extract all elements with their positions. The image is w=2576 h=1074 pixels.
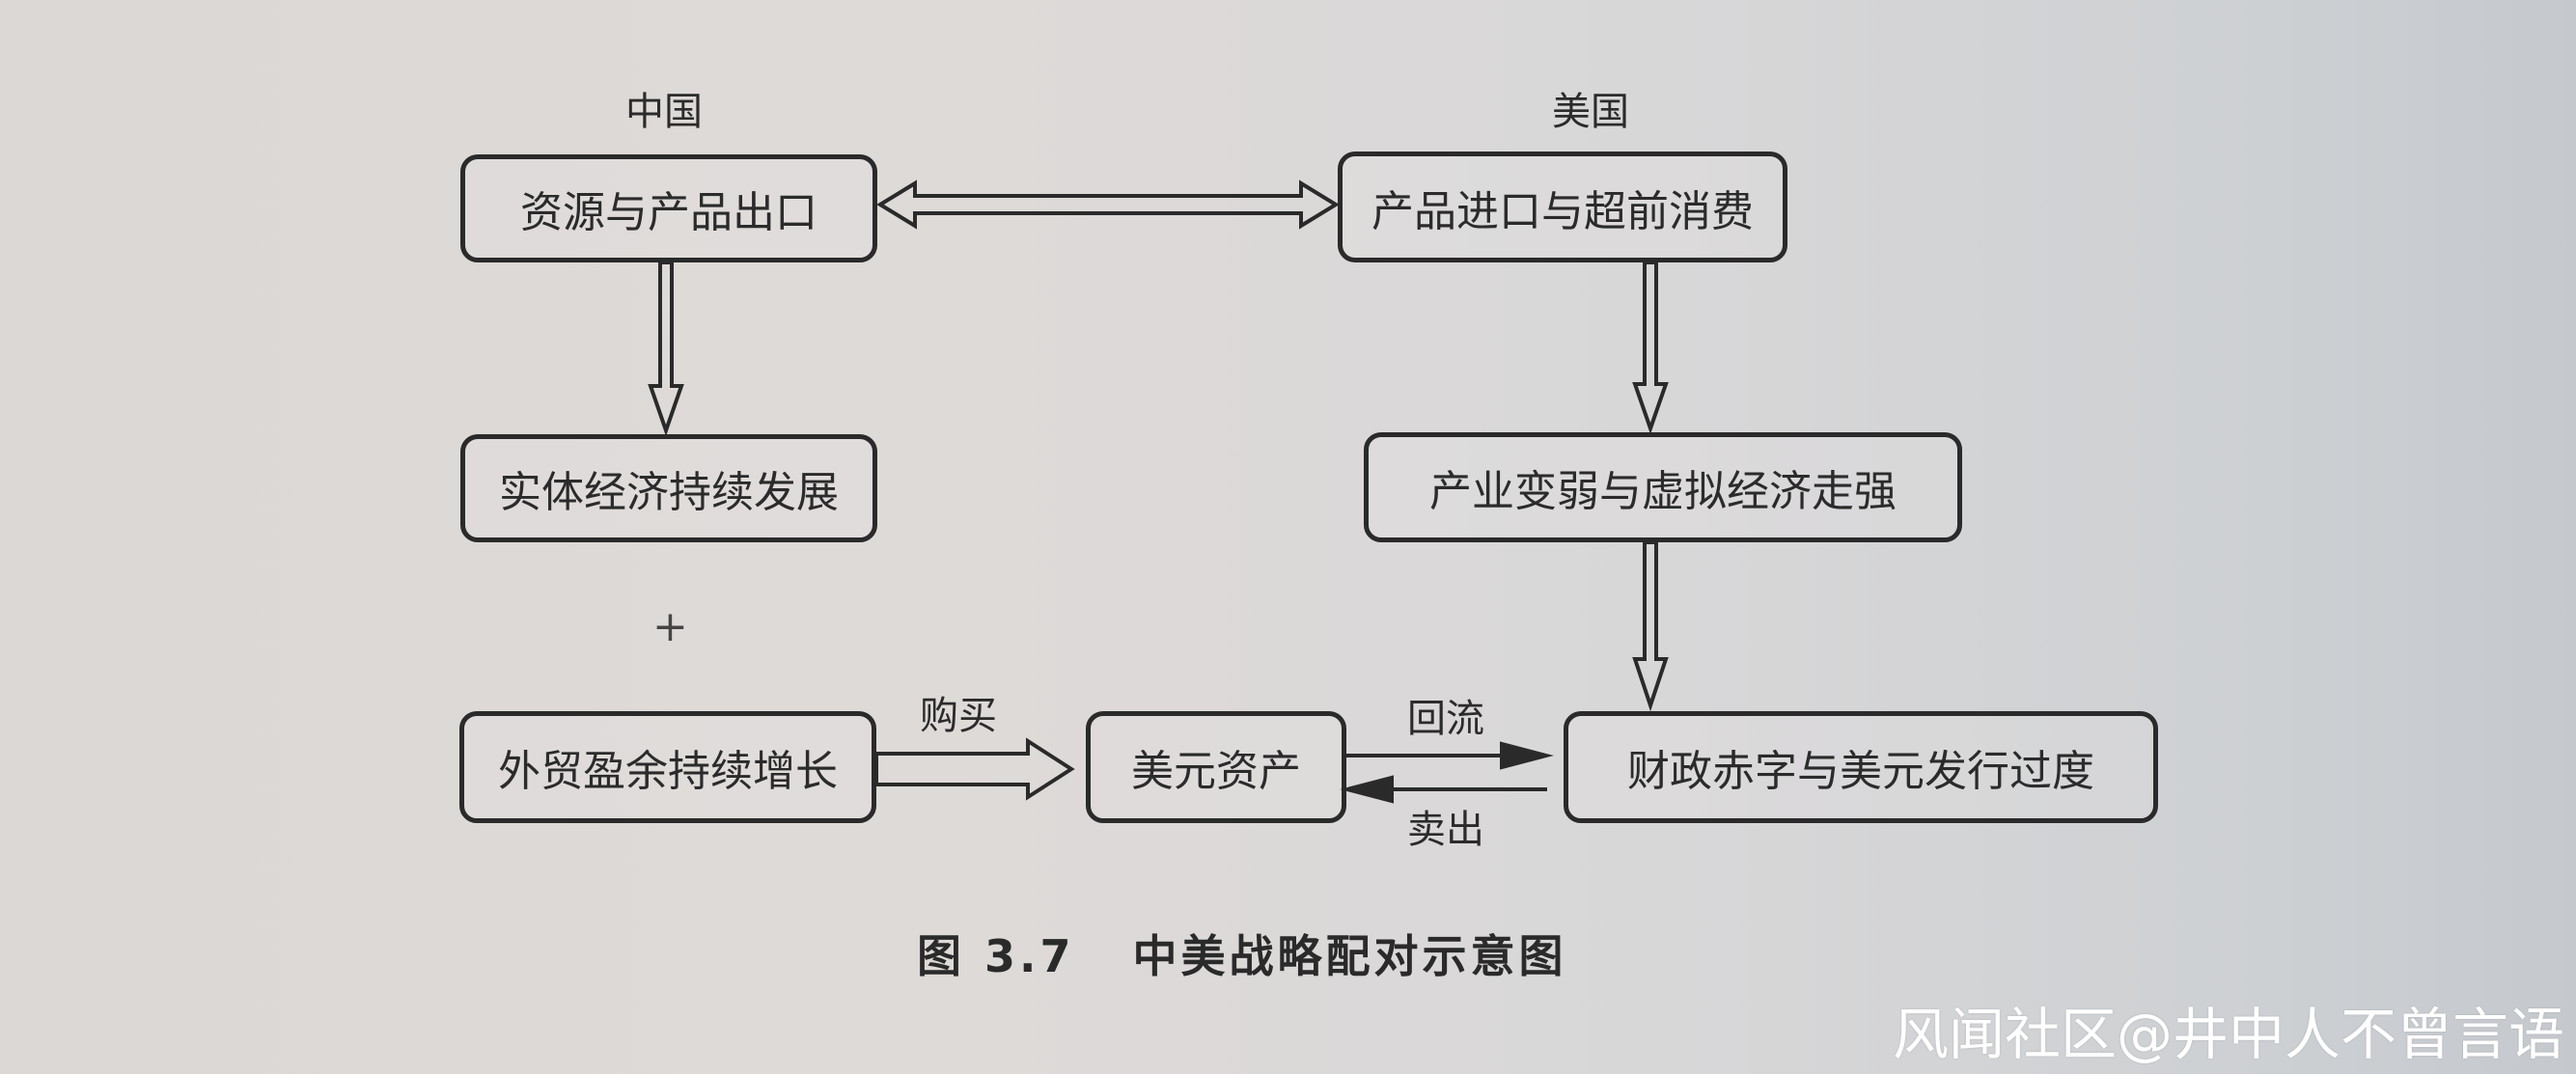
node-china-trade-surplus: 外贸盈余持续增长	[459, 711, 876, 823]
arrow-virtual-economy-to-deficit	[1632, 540, 1669, 712]
node-china-real-economy: 实体经济持续发展	[460, 434, 877, 542]
figure-title: 中美战略配对示意图	[1132, 930, 1567, 982]
node-usa-import: 产品进口与超前消费	[1338, 151, 1787, 262]
arrow-export-to-real-economy	[648, 261, 684, 437]
column-label-china: 中国	[625, 90, 703, 134]
arrow-export-import	[876, 179, 1340, 230]
node-usa-virtual-economy: 产业变弱与虚拟经济走强	[1364, 432, 1962, 542]
node-dollar-assets: 美元资产	[1086, 711, 1346, 823]
edge-label-reflow: 回流	[1407, 697, 1484, 741]
figure-number: 图 3.7	[917, 930, 1075, 982]
node-china-export: 资源与产品出口	[460, 154, 877, 262]
node-usa-fiscal-deficit: 财政赤字与美元发行过度	[1564, 711, 2158, 823]
arrow-reflow-head	[1500, 741, 1554, 770]
watermark: 风闻社区@井中人不曾言语	[1892, 1002, 2564, 1067]
column-label-usa: 美国	[1552, 90, 1629, 134]
figure-caption: 图 3.7 中美战略配对示意图	[917, 922, 1567, 985]
arrow-import-to-virtual-economy	[1632, 261, 1669, 435]
plus-sign: +	[652, 602, 688, 651]
edge-label-buy: 购买	[920, 694, 997, 738]
edge-label-sell: 卖出	[1407, 808, 1484, 852]
arrow-sell-head	[1340, 775, 1394, 804]
arrow-surplus-to-dollar-assets	[874, 737, 1075, 801]
